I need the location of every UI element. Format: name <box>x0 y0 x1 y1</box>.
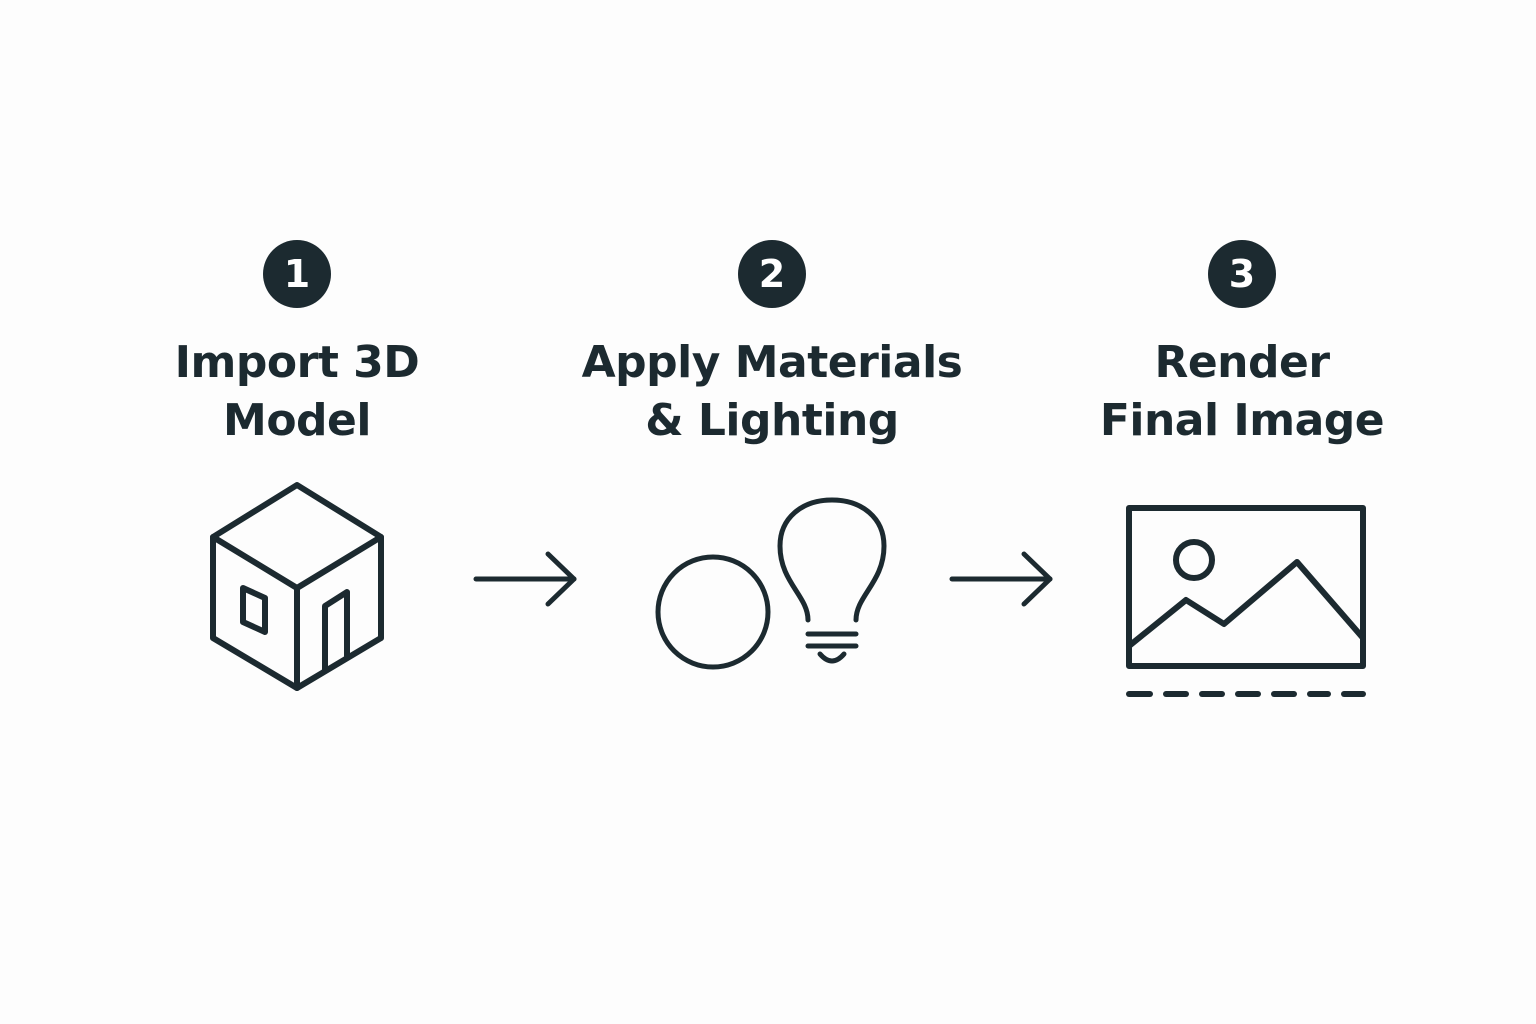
step-apply-materials: 2 Apply Materials & Lighting <box>542 0 1002 1024</box>
lightbulb-icon <box>777 497 887 664</box>
step-import-model: 1 Import 3D Model <box>67 0 527 1024</box>
material-sphere-icon <box>655 554 771 670</box>
arrow-right-icon <box>948 548 1058 614</box>
step-title-line: Model <box>223 395 371 446</box>
step-title: Import 3D Model <box>67 334 527 450</box>
mountain-icon <box>1126 559 1366 649</box>
step-title-line: Apply Materials <box>581 337 963 388</box>
sun-icon <box>1173 539 1215 581</box>
step-number-badge: 2 <box>738 240 806 308</box>
arrow-right-icon <box>472 548 582 614</box>
step-number-badge: 1 <box>263 240 331 308</box>
image-frame-icon <box>1124 504 1368 704</box>
step-title-line: Final Image <box>1099 395 1385 446</box>
cube-model-icon <box>205 480 385 695</box>
step-number-badge: 3 <box>1208 240 1276 308</box>
step-title-line: Import 3D <box>174 337 420 388</box>
material-sphere-and-lightbulb-icon <box>652 496 892 676</box>
step-title-line: & Lighting <box>645 395 899 446</box>
step-title-line: Render <box>1154 337 1330 388</box>
step-title: Apply Materials & Lighting <box>542 334 1002 450</box>
step-title: Render Final Image <box>1012 334 1472 450</box>
step-render-image: 3 Render Final Image <box>1012 0 1472 1024</box>
